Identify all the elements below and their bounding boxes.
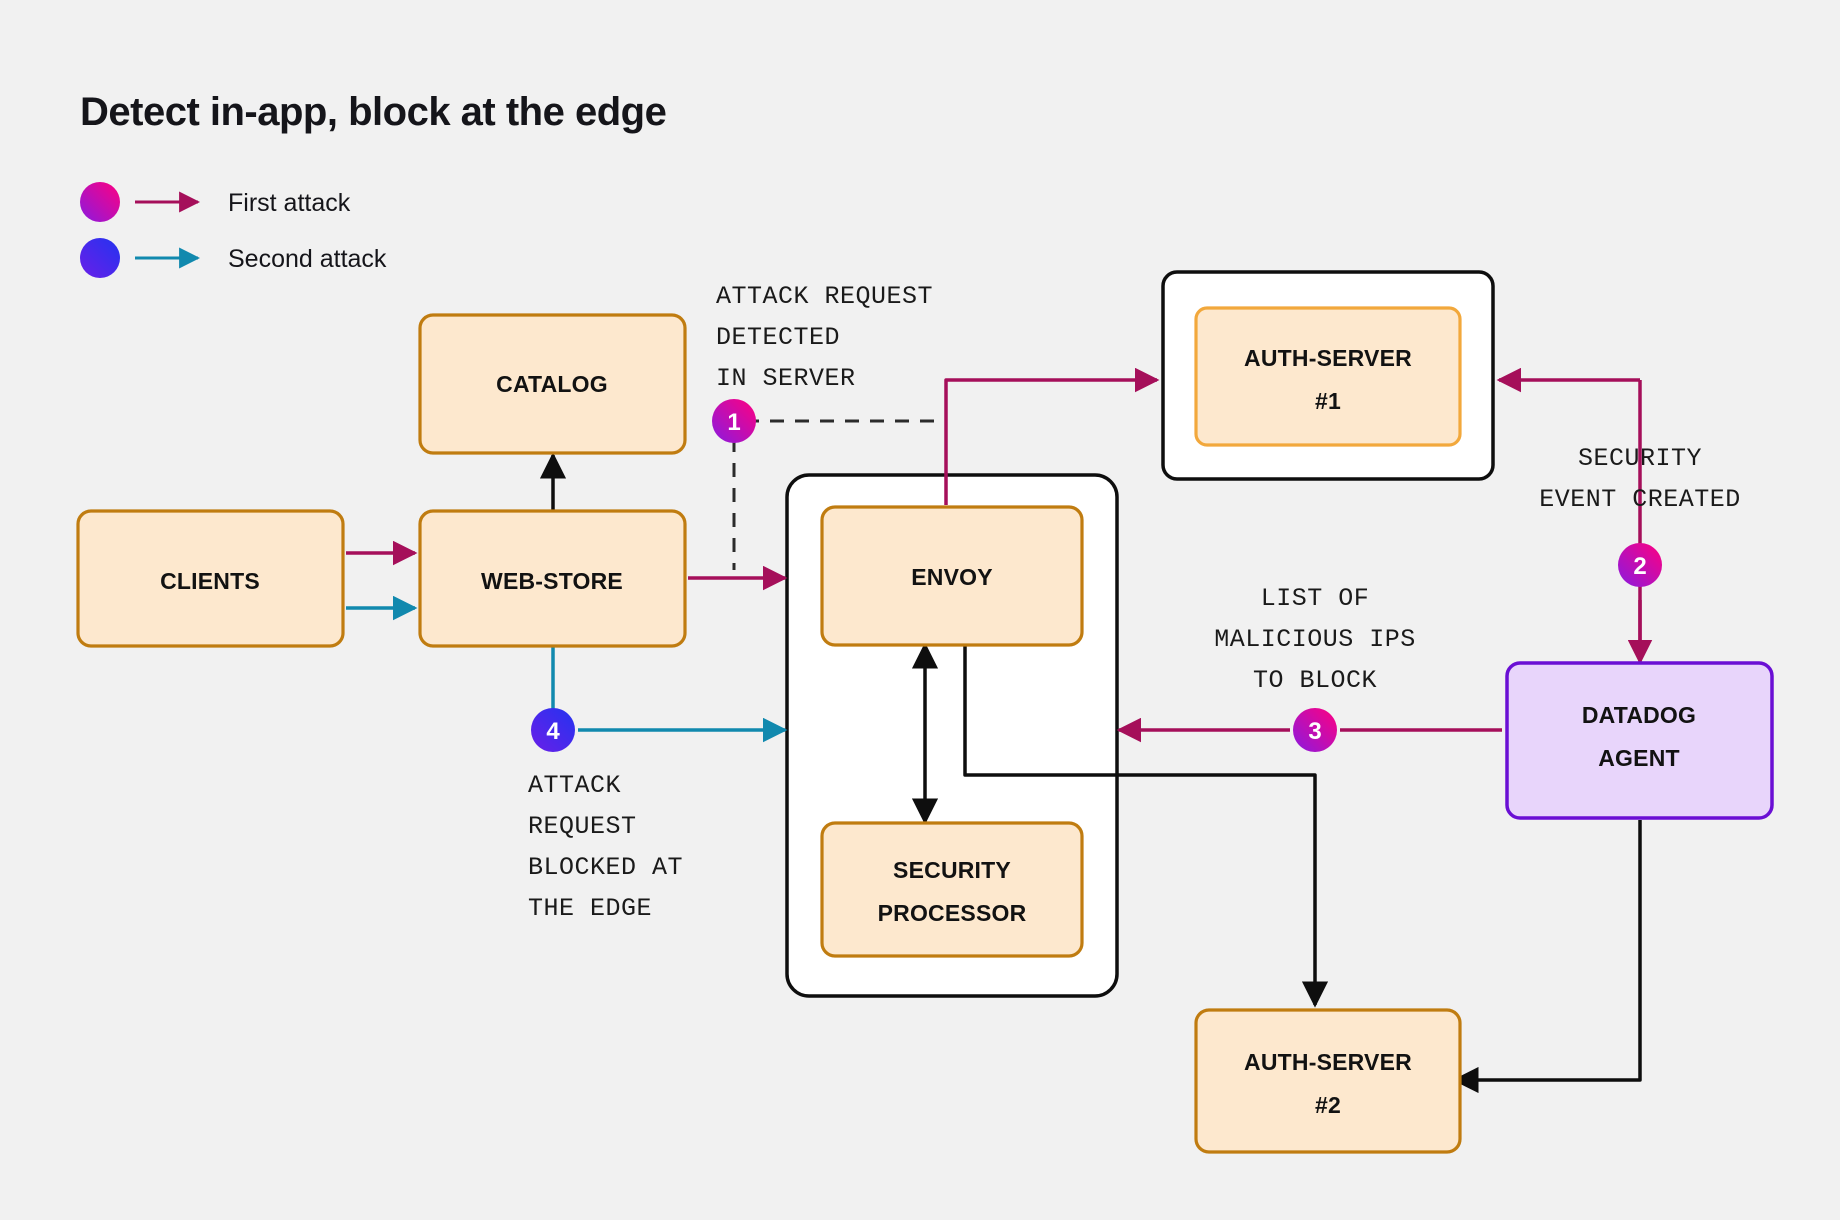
connector-envoy-to-auth1-first (944, 367, 1160, 505)
connector-auth2-to-datadog (1452, 820, 1642, 1094)
annotation-attack-detected-line3: IN SERVER (716, 364, 856, 393)
step-badge-1 (712, 399, 756, 443)
node-web-store-label: WEB-STORE (481, 568, 623, 594)
legend: First attack Second attack (80, 182, 387, 278)
annotation-malicious-ip-list: LIST OF MALICIOUS IPS TO BLOCK 3 (1214, 584, 1416, 752)
legend-label-second-attack: Second attack (228, 245, 387, 273)
annotation-attack-detected: ATTACK REQUEST DETECTED IN SERVER 1 (712, 282, 933, 443)
node-auth-server-1[interactable]: AUTH-SERVER #1 (1194, 306, 1462, 447)
node-security-processor-label-line1: SECURITY (893, 857, 1011, 883)
legend-dot-first-attack (80, 182, 120, 222)
annotation-attack-blocked-line2: REQUEST (528, 812, 637, 841)
node-datadog-agent-box[interactable] (1505, 661, 1774, 820)
step-badge-4-number: 4 (546, 718, 560, 745)
node-envoy-box[interactable] (820, 505, 1084, 647)
node-auth-server-1-label-line1: AUTH-SERVER (1244, 345, 1412, 371)
node-web-store-box[interactable] (418, 509, 687, 648)
annotation-security-event-created: SECURITY EVENT CREATED 2 (1539, 444, 1741, 587)
legend-label-first-attack: First attack (228, 189, 351, 217)
node-auth-server-2[interactable]: AUTH-SERVER #2 (1194, 1008, 1462, 1154)
step-badge-4 (531, 708, 575, 752)
node-envoy[interactable]: ENVOY (820, 505, 1084, 647)
node-web-store[interactable]: WEB-STORE (418, 509, 687, 648)
node-security-processor-label-line2: PROCESSOR (878, 900, 1027, 926)
annotation-attack-blocked: 4 ATTACK REQUEST BLOCKED AT THE EDGE (528, 708, 683, 923)
node-auth-server-2-label-line1: AUTH-SERVER (1244, 1049, 1412, 1075)
step-badge-3 (1293, 708, 1337, 752)
annotation-security-event-line2: EVENT CREATED (1539, 485, 1741, 514)
node-catalog-box[interactable] (418, 313, 687, 455)
node-auth-server-1-label-line2: #1 (1315, 388, 1341, 414)
node-datadog-agent-label-line1: DATADOG (1582, 702, 1696, 728)
node-auth-server-1-box[interactable] (1194, 306, 1462, 447)
page-title: Detect in-app, block at the edge (80, 90, 666, 134)
node-auth-server-2-box[interactable] (1194, 1008, 1462, 1154)
node-security-processor-box[interactable] (820, 821, 1084, 958)
legend-item-first-attack: First attack (80, 182, 351, 222)
annotation-security-event-line1: SECURITY (1578, 444, 1702, 473)
node-catalog-label: CATALOG (496, 371, 608, 397)
node-catalog[interactable]: CATALOG (418, 313, 687, 455)
node-envoy-label: ENVOY (911, 564, 993, 590)
annotation-malicious-ip-line3: TO BLOCK (1253, 666, 1377, 695)
step-badge-2-number: 2 (1633, 553, 1646, 580)
node-datadog-agent-label-line2: AGENT (1598, 745, 1680, 771)
node-security-processor[interactable]: SECURITY PROCESSOR (820, 821, 1084, 958)
node-auth-server-2-label-line2: #2 (1315, 1092, 1341, 1118)
annotation-attack-blocked-line1: ATTACK (528, 771, 621, 800)
annotation-malicious-ip-line1: LIST OF (1261, 584, 1370, 613)
annotation-malicious-ip-line2: MALICIOUS IPS (1214, 625, 1416, 654)
node-clients[interactable]: CLIENTS (76, 509, 345, 648)
step-badge-1-number: 1 (727, 409, 740, 436)
annotation-attack-detected-line2: DETECTED (716, 323, 840, 352)
legend-item-second-attack: Second attack (80, 238, 387, 278)
node-clients-label: CLIENTS (160, 568, 260, 594)
connector-envoy-to-auth2 (963, 645, 1329, 1008)
node-datadog-agent[interactable]: DATADOG AGENT (1505, 661, 1774, 820)
annotation-attack-blocked-line3: BLOCKED AT (528, 853, 683, 882)
step-badge-2 (1618, 543, 1662, 587)
annotation-attack-blocked-line4: THE EDGE (528, 894, 652, 923)
step-badge-3-number: 3 (1308, 718, 1321, 745)
node-clients-box[interactable] (76, 509, 345, 648)
annotation-attack-detected-line1: ATTACK REQUEST (716, 282, 933, 311)
legend-dot-second-attack (80, 238, 120, 278)
